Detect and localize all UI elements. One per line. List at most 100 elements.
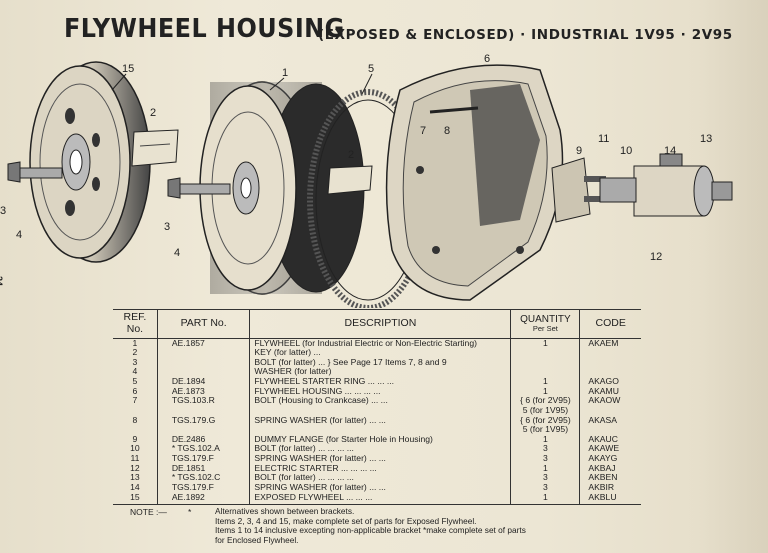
- header-description: DESCRIPTION: [249, 309, 511, 339]
- flywheel-housing-drawing: [385, 64, 564, 301]
- callout-9: 9: [576, 145, 582, 157]
- description-cell: [249, 405, 511, 416]
- part-number-cell: [156, 357, 250, 368]
- ref-cell: 14: [130, 481, 140, 492]
- exposed-flywheel-drawing: [7, 61, 151, 263]
- header-ref: REF. No.: [113, 309, 158, 339]
- dummy-flange-drawing: [551, 157, 606, 223]
- callout-5: 5: [368, 63, 374, 75]
- ref-cell: 4: [132, 366, 138, 377]
- part-number-cell: * TGS.102.A: [156, 444, 250, 454]
- callout-labels: 15 2 3 4 1 3 4 5 2 6 7 8 9 11 10 14 13 1…: [0, 53, 712, 263]
- description-cell: FLYWHEEL STARTER RING ... ... ...: [249, 376, 511, 387]
- code-cell: AKBLU: [579, 492, 641, 506]
- description-cell: BOLT (for latter) ... ... ... ...: [249, 444, 511, 454]
- ref-cell: 7: [132, 395, 138, 406]
- flywheel-drawing: [167, 81, 365, 295]
- callout-8: 8: [444, 125, 450, 137]
- description-cell: WASHER (for latter): [249, 367, 511, 377]
- quantity-cell: 1: [510, 376, 580, 387]
- description-cell: FLYWHEEL (for Industrial Electric or Non…: [249, 338, 511, 349]
- ref-cell: 8: [132, 414, 138, 425]
- page-edge-shading: [698, 0, 768, 553]
- part-number-cell: DE.2486: [156, 434, 250, 445]
- note-line: for Enclosed Flywheel.: [215, 534, 299, 545]
- callout-3-left: 3: [0, 205, 6, 217]
- description-cell: KEY (for latter) ...: [249, 347, 511, 358]
- page-title: FLYWHEEL HOUSING: [64, 14, 345, 44]
- code-cell: AKAWE: [579, 444, 641, 454]
- quantity-cell: 3: [510, 453, 580, 464]
- part-number-cell: TGS.179.F: [156, 453, 250, 464]
- callout-3-mid: 3: [164, 221, 170, 233]
- part-number-cell: TGS.103.R: [156, 396, 250, 406]
- callout-2-left: 2: [150, 107, 156, 119]
- quantity-cell: 3: [510, 444, 580, 454]
- quantity-cell: 3: [510, 473, 580, 483]
- description-cell: EXPOSED FLYWHEEL ... ... ...: [249, 492, 511, 506]
- callout-6: 6: [484, 53, 490, 65]
- note-line: Alternatives shown between brackets.: [215, 506, 355, 516]
- description-cell: SPRING WASHER (for latter) ... ...: [249, 415, 511, 426]
- code-cell: AKAUC: [579, 434, 641, 445]
- ref-cell: 1: [132, 337, 138, 348]
- header-quantity-sub: Per Set: [532, 324, 558, 333]
- callout-1: 1: [282, 67, 288, 79]
- header-code: CODE: [579, 309, 641, 339]
- code-cell: AKBAJ: [579, 463, 641, 474]
- description-cell: SPRING WASHER (for latter) ... ...: [249, 482, 511, 493]
- callout-12: 12: [650, 251, 662, 263]
- note-text: Alternatives shown between brackets. Ite…: [215, 506, 526, 545]
- electric-starter-drawing: [599, 153, 733, 217]
- quantity-cell: [510, 348, 580, 358]
- callout-7: 7: [420, 125, 426, 137]
- table-row: 4 WASHER (for latter): [113, 367, 641, 377]
- ref-cell: 3: [132, 356, 138, 367]
- quantity-cell: 1: [510, 463, 580, 474]
- callout-11: 11: [598, 133, 609, 145]
- header-part: PART No.: [156, 309, 250, 339]
- note-star: *: [188, 507, 192, 517]
- key-drawing: [131, 129, 179, 167]
- ref-cell: 12: [130, 462, 140, 473]
- callout-14: 14: [664, 145, 676, 157]
- part-number-cell: [156, 405, 250, 416]
- code-cell: [579, 367, 641, 377]
- description-cell: [249, 425, 511, 435]
- part-number-cell: TGS.179.G: [156, 415, 250, 426]
- part-number-cell: [156, 425, 250, 435]
- code-cell: AKBIR: [579, 482, 641, 493]
- quantity-cell: { 6 (for 2V95): [510, 415, 580, 426]
- description-cell: ELECTRIC STARTER ... ... ... ...: [249, 463, 511, 474]
- description-cell: BOLT (for latter) ... ... ... ...: [249, 473, 511, 483]
- page-subtitle: (EXPOSED & ENCLOSED) · INDUSTRIAL 1V95 ·…: [318, 27, 733, 43]
- part-number-cell: DE.1851: [156, 463, 250, 474]
- ref-cell: 9: [132, 433, 138, 444]
- part-number-cell: [156, 348, 250, 358]
- quantity-cell: 3: [510, 482, 580, 493]
- note-label: NOTE :—: [130, 507, 167, 517]
- header-quantity-label: QUANTITY: [520, 314, 571, 325]
- quantity-cell: [510, 367, 580, 377]
- callout-15: 15: [122, 63, 134, 75]
- note-line: Items 1 to 14 inclusive excepting non-ap…: [215, 525, 526, 536]
- quantity-cell: 1: [510, 386, 580, 397]
- part-number-cell: AE.1892: [156, 492, 250, 506]
